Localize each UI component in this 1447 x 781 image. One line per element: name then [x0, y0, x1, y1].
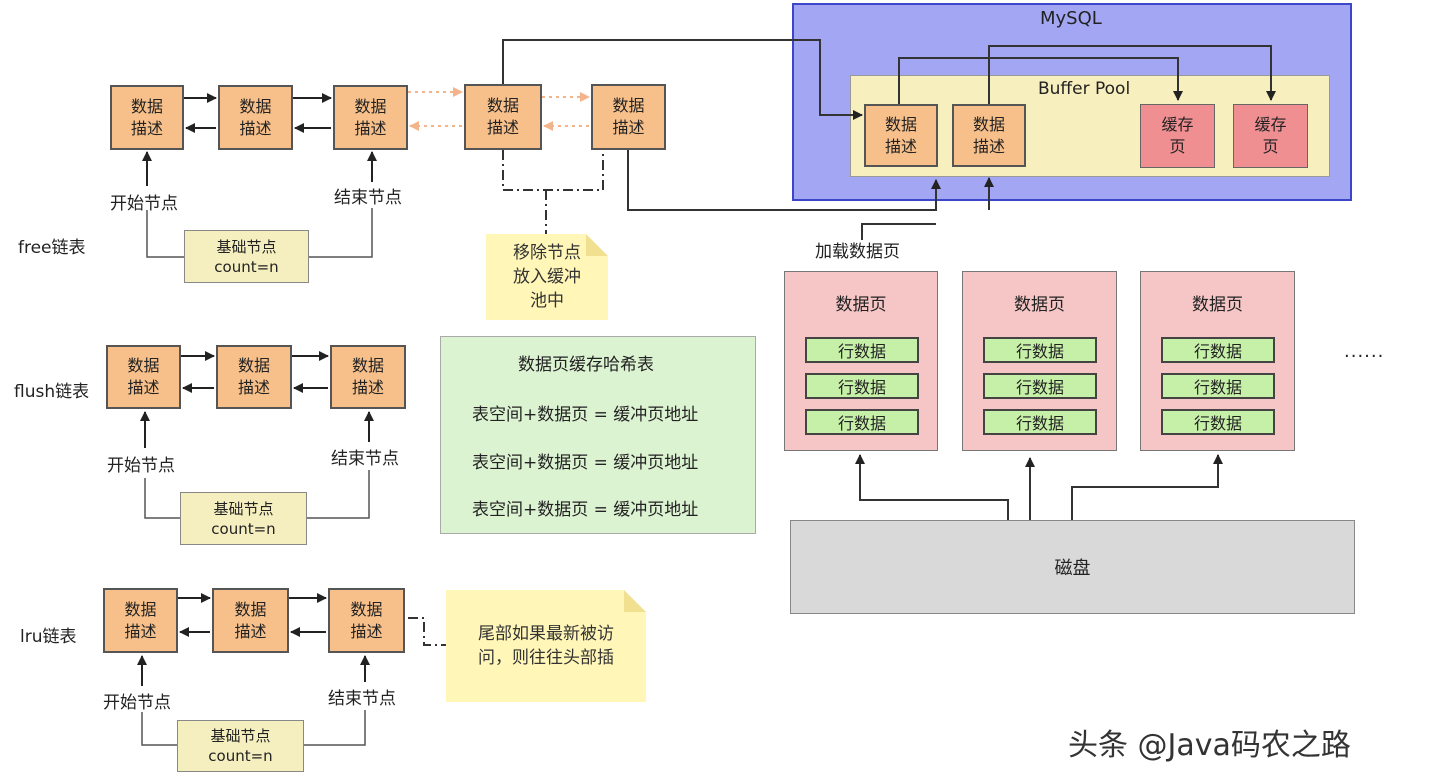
lru-desc-node: 数据 描述	[328, 588, 405, 653]
cache-page: 缓存 页	[1140, 104, 1215, 168]
disk: 磁盘	[790, 520, 1355, 614]
base-node-title: 基础节点	[216, 237, 277, 256]
cache-page: 缓存 页	[1233, 104, 1308, 168]
flush-desc-node: 数据 描述	[216, 345, 292, 409]
flush-end-label: 结束节点	[331, 449, 399, 469]
lru-list-label: lru链表	[20, 627, 77, 647]
lru-base-node: 基础节点 count=n	[177, 720, 304, 772]
lru-desc-node: 数据 描述	[212, 588, 289, 653]
flush-list-label: flush链表	[14, 382, 90, 402]
free-start-label: 开始节点	[110, 194, 178, 214]
row-data: 行数据	[983, 373, 1097, 399]
more-pages-ellipsis: ······	[1344, 346, 1385, 367]
disk-label: 磁盘	[1054, 558, 1091, 579]
data-page-title: 数据页	[835, 295, 887, 315]
row-data: 行数据	[805, 373, 919, 399]
hash-row: 表空间+数据页 = 缓冲页地址	[472, 453, 699, 473]
lru-tail-note: 尾部如果最新被访 问，则往往头部插	[446, 590, 646, 702]
remove-note: 移除节点 放入缓冲 池中	[486, 234, 608, 320]
load-page-label: 加载数据页	[815, 242, 900, 262]
base-node-count: count=n	[214, 257, 279, 276]
free-base-node: 基础节点 count=n	[184, 230, 309, 283]
data-page-title: 数据页	[1014, 295, 1065, 315]
free-desc-node: 数据 描述	[110, 85, 184, 150]
free-desc-node: 数据 描述	[333, 85, 408, 150]
mysql-title: MySQL	[1040, 8, 1102, 29]
base-node-title: 基础节点	[213, 499, 274, 518]
flush-desc-node: 数据 描述	[106, 345, 181, 409]
row-data: 行数据	[805, 409, 919, 435]
data-page: 数据页 行数据 行数据 行数据	[962, 271, 1117, 451]
row-data: 行数据	[1161, 409, 1275, 435]
flush-desc-node: 数据 描述	[330, 345, 406, 409]
free-end-label: 结束节点	[334, 188, 402, 208]
row-data: 行数据	[983, 409, 1097, 435]
row-data: 行数据	[1161, 373, 1275, 399]
lru-desc-node: 数据 描述	[103, 588, 178, 653]
watermark: 头条 @Java码农之路	[1068, 728, 1351, 763]
buffer-desc-node: 数据 描述	[864, 104, 938, 167]
base-node-count: count=n	[208, 747, 273, 765]
hash-row: 表空间+数据页 = 缓冲页地址	[472, 405, 699, 425]
hash-table	[440, 336, 756, 534]
data-page-title: 数据页	[1192, 295, 1243, 315]
data-page: 数据页 行数据 行数据 行数据	[1140, 271, 1295, 451]
hash-title: 数据页缓存哈希表	[518, 355, 654, 375]
free-desc-node: 数据 描述	[591, 84, 666, 150]
buffer-desc-node: 数据 描述	[952, 104, 1026, 167]
hash-row: 表空间+数据页 = 缓冲页地址	[472, 500, 699, 520]
row-data: 行数据	[983, 337, 1097, 363]
lru-start-label: 开始节点	[103, 693, 171, 713]
row-data: 行数据	[1161, 337, 1275, 363]
free-desc-node: 数据 描述	[464, 84, 542, 150]
base-node-count: count=n	[211, 519, 276, 538]
flush-base-node: 基础节点 count=n	[180, 492, 307, 545]
row-data: 行数据	[805, 337, 919, 363]
lru-end-label: 结束节点	[328, 689, 396, 709]
free-list-label: free链表	[18, 238, 86, 258]
buffer-pool-title: Buffer Pool	[1038, 79, 1131, 99]
free-desc-node: 数据 描述	[218, 85, 293, 150]
data-page: 数据页 行数据 行数据 行数据	[784, 271, 938, 451]
flush-start-label: 开始节点	[107, 456, 175, 476]
base-node-title: 基础节点	[210, 727, 271, 745]
